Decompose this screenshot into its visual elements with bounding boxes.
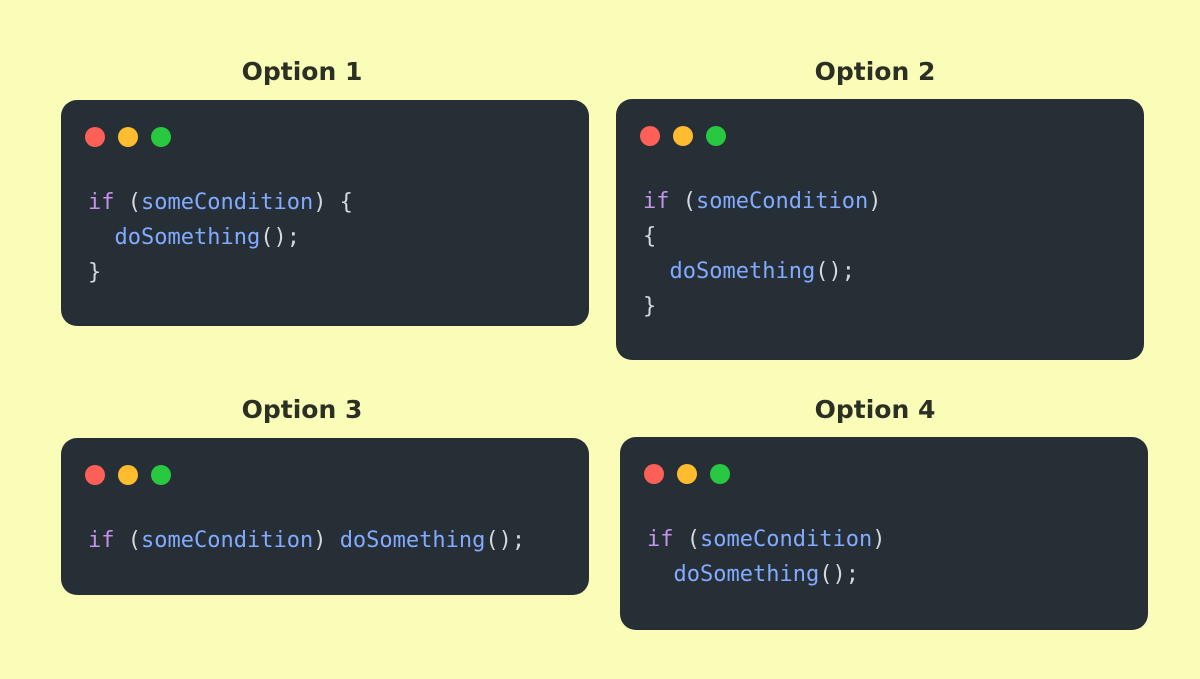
code-identifier: someCondition: [696, 189, 869, 214]
code-window-option-4: if (someCondition) doSomething();: [620, 437, 1148, 630]
code-line: if (someCondition): [647, 522, 885, 557]
code-punctuation: ();: [815, 259, 855, 284]
close-dot-icon: [640, 126, 660, 146]
maximize-dot-icon: [151, 127, 171, 147]
code-identifier: doSomething: [339, 528, 486, 553]
option-3-title: Option 3: [241, 395, 363, 424]
code-punctuation: [643, 259, 670, 284]
code-block: if (someCondition) doSomething();: [647, 522, 885, 592]
option-2-title: Option 2: [814, 57, 936, 86]
code-keyword: if: [88, 528, 115, 553]
minimize-dot-icon: [118, 465, 138, 485]
code-line: {: [643, 219, 881, 254]
code-punctuation: {: [643, 224, 657, 249]
code-block: if (someCondition) { doSomething();}: [643, 184, 881, 324]
code-identifier: doSomething: [673, 562, 820, 587]
code-punctuation: ): [313, 528, 340, 553]
window-controls: [640, 126, 726, 146]
code-line: if (someCondition): [643, 184, 881, 219]
code-punctuation: ();: [485, 528, 526, 553]
window-controls: [644, 464, 730, 484]
code-identifier: someCondition: [141, 190, 314, 215]
maximize-dot-icon: [151, 465, 171, 485]
code-window-option-3: if (someCondition) doSomething();: [61, 438, 589, 595]
maximize-dot-icon: [710, 464, 730, 484]
code-punctuation: ): [872, 527, 886, 552]
code-block: if (someCondition) { doSomething();}: [88, 185, 353, 290]
code-punctuation: ();: [819, 562, 859, 587]
code-block: if (someCondition) doSomething();: [88, 523, 525, 558]
code-window-option-1: if (someCondition) { doSomething();}: [61, 100, 589, 326]
code-punctuation: (: [673, 527, 700, 552]
code-keyword: if: [643, 189, 670, 214]
close-dot-icon: [85, 465, 105, 485]
code-keyword: if: [647, 527, 674, 552]
code-line: if (someCondition) {: [88, 185, 353, 220]
minimize-dot-icon: [118, 127, 138, 147]
code-punctuation: ();: [260, 225, 300, 250]
code-punctuation: ): [868, 189, 882, 214]
code-line: doSomething();: [643, 254, 881, 289]
window-controls: [85, 465, 171, 485]
option-1-title: Option 1: [241, 57, 363, 86]
code-punctuation: (: [669, 189, 696, 214]
close-dot-icon: [644, 464, 664, 484]
code-line: doSomething();: [88, 220, 353, 255]
maximize-dot-icon: [706, 126, 726, 146]
code-keyword: if: [88, 190, 115, 215]
code-identifier: someCondition: [141, 528, 314, 553]
code-punctuation: }: [88, 260, 102, 285]
code-punctuation: [647, 562, 674, 587]
minimize-dot-icon: [673, 126, 693, 146]
window-controls: [85, 127, 171, 147]
code-line: doSomething();: [647, 557, 885, 592]
code-identifier: doSomething: [669, 259, 816, 284]
code-line: if (someCondition) doSomething();: [88, 523, 525, 558]
code-identifier: someCondition: [700, 527, 873, 552]
code-identifier: doSomething: [114, 225, 261, 250]
option-4-title: Option 4: [814, 395, 936, 424]
close-dot-icon: [85, 127, 105, 147]
code-punctuation: (: [114, 528, 141, 553]
code-punctuation: (: [114, 190, 141, 215]
code-punctuation: ) {: [313, 190, 353, 215]
code-line: }: [88, 255, 353, 290]
code-window-option-2: if (someCondition) { doSomething();}: [616, 99, 1144, 360]
code-punctuation: [88, 225, 115, 250]
code-punctuation: }: [643, 294, 657, 319]
code-line: }: [643, 289, 881, 324]
minimize-dot-icon: [677, 464, 697, 484]
